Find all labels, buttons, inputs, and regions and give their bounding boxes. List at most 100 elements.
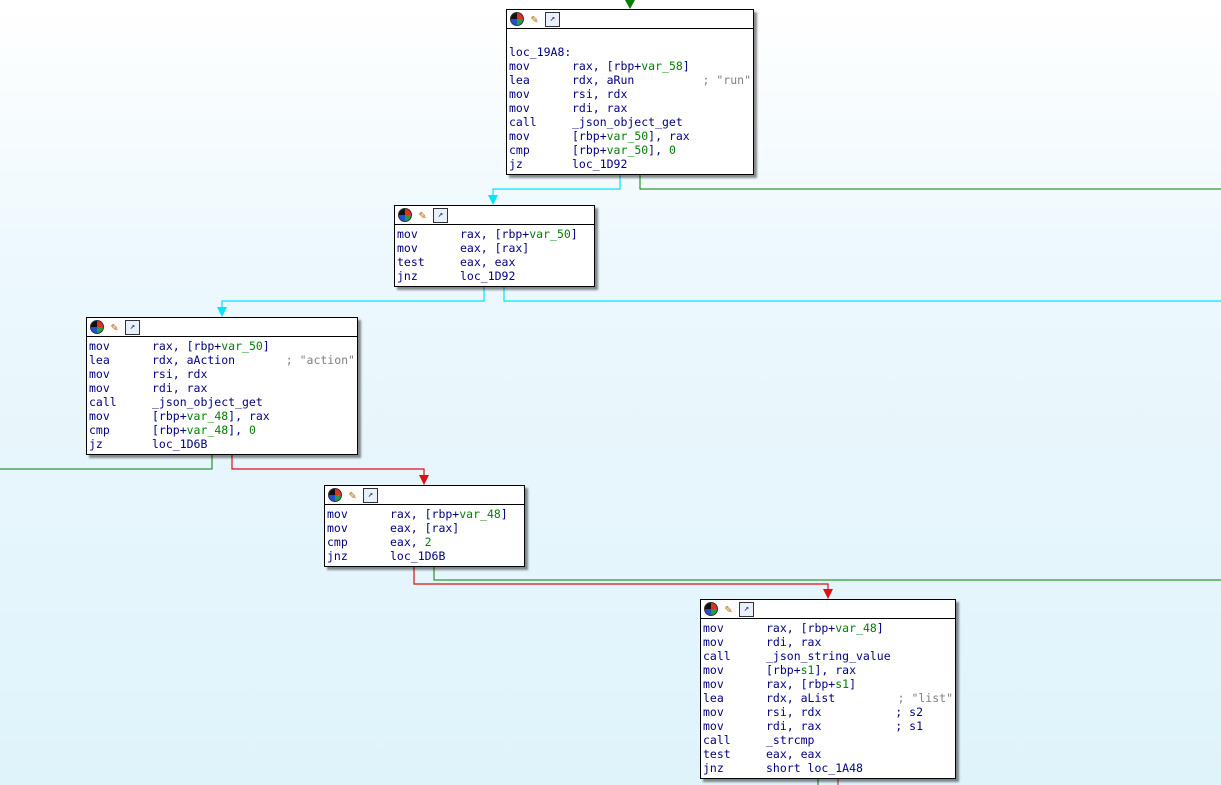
mnemonic: mov	[703, 719, 724, 733]
block-header: ✎↗	[325, 486, 524, 505]
edit-icon[interactable]: ✎	[418, 208, 427, 222]
mnemonic: jz	[509, 157, 523, 171]
operand-tail: ]	[849, 677, 857, 691]
mnemonic: lea	[89, 353, 110, 367]
code-line[interactable]: cmp[rbp+var_50], 0	[509, 143, 751, 157]
operands: _json_object_get	[152, 395, 263, 409]
stack-var[interactable]: var_48	[835, 621, 877, 635]
operands: rdi, rax	[766, 719, 822, 733]
operand-tail: ], rax	[228, 409, 270, 423]
mnemonic: mov	[703, 621, 724, 635]
color-palette-icon[interactable]	[328, 488, 342, 502]
stack-var[interactable]: var_48	[186, 409, 229, 423]
graph-overview-icon[interactable]: ↗	[739, 601, 754, 617]
stack-var[interactable]: var_58	[641, 59, 683, 73]
color-palette-icon[interactable]	[510, 12, 524, 26]
code-line[interactable]: cmp[rbp+var_48], 0	[89, 423, 355, 437]
color-palette-icon[interactable]	[704, 602, 718, 616]
mnemonic: mov	[397, 241, 418, 255]
mnemonic: call	[703, 649, 731, 663]
operands: eax, [rax]	[460, 241, 530, 255]
color-palette-icon[interactable]	[398, 208, 412, 222]
operand-tail: ]	[682, 59, 690, 73]
operands: [rbp+	[572, 129, 607, 143]
edit-icon[interactable]: ✎	[724, 602, 733, 616]
mnemonic: call	[89, 395, 117, 409]
stack-var[interactable]: var_48	[459, 507, 501, 521]
mnemonic: mov	[89, 367, 110, 381]
code-line[interactable]: mov [rbp+var_50], rax	[509, 129, 751, 143]
code-line[interactable]: call _json_object_get	[89, 395, 355, 409]
code-line[interactable]: mov[rbp+var_48], rax	[89, 409, 355, 423]
stack-var[interactable]: s1	[835, 677, 850, 691]
stack-var[interactable]: var_50	[606, 143, 649, 157]
graph-overview-icon[interactable]: ↗	[363, 487, 378, 503]
operand-tail: ], rax	[648, 129, 690, 143]
graph-overview-icon[interactable]: ↗	[125, 319, 140, 335]
graph-overview-icon[interactable]: ↗	[433, 207, 448, 223]
code-label[interactable]: loc_19A8:	[509, 45, 572, 59]
stack-var[interactable]: var_50	[529, 227, 571, 241]
mnemonic: mov	[703, 705, 724, 719]
mnemonic: mov	[509, 129, 530, 143]
edit-icon[interactable]: ✎	[348, 488, 357, 502]
immediate-value: 2	[424, 535, 432, 549]
arg-comment: ; s1	[895, 719, 923, 733]
code-line[interactable]: call_json_object_get	[509, 115, 751, 129]
stack-var[interactable]: s1	[800, 663, 815, 677]
mnemonic: call	[703, 733, 731, 747]
operand-tail: ]	[876, 621, 884, 635]
edge-test-to-action	[221, 287, 485, 312]
stack-var[interactable]: var_50	[221, 339, 263, 353]
operands: loc_1D6B	[152, 437, 208, 451]
operands: [rbp+	[572, 143, 607, 157]
stack-var[interactable]: var_50	[606, 129, 649, 143]
mnemonic: test	[703, 747, 731, 761]
mnemonic: mov	[89, 409, 110, 423]
operand-tail: ], rax	[814, 663, 857, 677]
color-palette-icon[interactable]	[90, 320, 104, 334]
code-line[interactable]: call_strcmp	[703, 733, 953, 747]
edit-icon[interactable]: ✎	[530, 12, 539, 26]
code-line[interactable]: mov rdi, rax ; s1	[703, 719, 953, 733]
stack-var[interactable]: var_48	[186, 423, 229, 437]
graph-overview-icon[interactable]: ↗	[545, 11, 560, 27]
edit-icon[interactable]: ✎	[110, 320, 119, 334]
block-line: loc_19A8:	[509, 45, 751, 59]
code-line[interactable]: mov[rbp+s1], rax	[703, 663, 953, 677]
code-line[interactable]: mov eax, [rax]	[397, 241, 592, 255]
code-line[interactable]: call_json_string_value	[703, 649, 953, 663]
